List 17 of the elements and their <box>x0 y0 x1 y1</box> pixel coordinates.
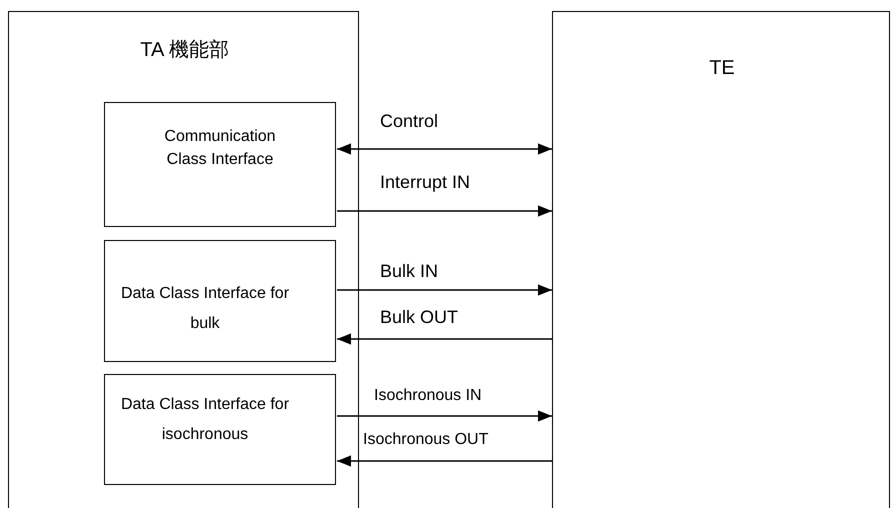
arrow <box>337 205 552 217</box>
arrow <box>337 410 552 422</box>
group-title: TA 機能部 <box>139 38 230 63</box>
interface-label: Communication Class Interface <box>163 127 277 170</box>
interface-box <box>104 240 336 362</box>
interface-label: Data Class Interface for bulk <box>120 284 290 334</box>
interface-label: Data Class Interface for isochronous <box>120 395 290 446</box>
arrow <box>337 333 552 345</box>
group-box <box>8 11 359 508</box>
arrow <box>337 284 552 296</box>
arrow <box>337 143 552 155</box>
interface-box <box>104 102 336 227</box>
group-title: TE <box>708 56 736 81</box>
interface-box <box>104 374 336 485</box>
arrow <box>337 455 552 467</box>
group-box <box>552 11 890 508</box>
edge-label: Interrupt IN <box>380 173 470 193</box>
